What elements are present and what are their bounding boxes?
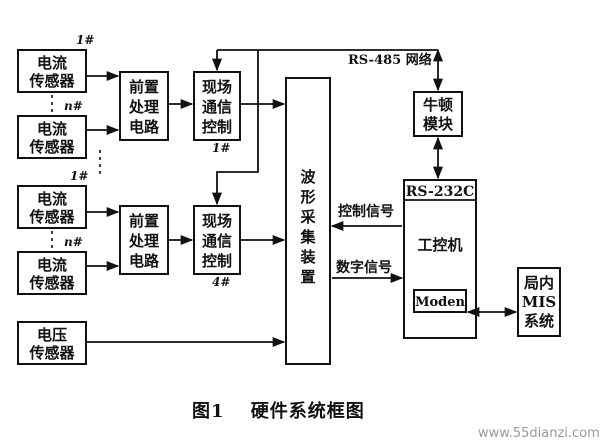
modem-label: Moden [415,295,465,310]
current-sensor-1-line2: 传感器 [28,72,75,90]
sensor-index-1a: 1# [76,33,94,47]
voltage-sensor-line1: 电压 [37,326,67,344]
fieldbus-index-4: 4# [212,275,230,289]
fieldbus-1-line3: 控制 [202,118,232,136]
preprocess-b-line3: 电路 [129,252,160,270]
voltage-sensor: 电压 传感器 [17,321,87,365]
newton-line2: 模块 [423,115,454,133]
fieldbus-4-line1: 现场 [202,212,232,230]
rs485-network-label: RS-485 网络 [348,52,432,68]
fieldbus-4-line3: 控制 [202,252,232,270]
current-sensor-1b-line2: 传感器 [28,208,75,226]
fieldbus-index-1: 1# [212,141,230,155]
digital-signal-label: 数字信号 [336,259,392,276]
current-sensor-nb-line1: 电流 [37,256,67,274]
newton-module: 牛顿 模块 [413,91,463,137]
voltage-sensor-line2: 传感器 [28,344,75,362]
fieldbus-controller-1: 现场 通信 控制 [193,71,241,141]
current-sensor-nb-line2: 传感器 [28,274,75,292]
preprocess-b-line2: 处理 [128,232,159,250]
waveform-char-4: 集 [299,228,316,246]
current-sensor-n: 电流 传感器 [17,115,87,159]
fieldbus-1-line2: 通信 [202,98,232,116]
connectors [86,48,518,348]
sensor-index-nb: n# [64,235,83,249]
current-sensor-n-line2: 传感器 [28,138,75,156]
sensor-index-na: n# [64,99,83,113]
industrial-pc: RS-232C 工控机 Moden [403,179,477,339]
current-sensor-1: 电流 传感器 [17,49,87,93]
current-sensor-n-line1: 电流 [37,120,67,138]
current-sensor-1-line1: 电流 [37,54,67,72]
mis-system: 局内 MIS 系统 [517,267,561,337]
waveform-char-6: 置 [300,268,315,286]
preprocess-a-line1: 前置 [129,78,159,96]
mis-line1: 局内 [523,274,554,292]
preprocess-b-line1: 前置 [129,212,159,230]
fieldbus-1-line1: 现场 [202,78,232,96]
fieldbus-controller-4: 现场 通信 控制 [193,205,241,275]
mis-line2: MIS [522,293,556,311]
fieldbus-4-line2: 通信 [202,232,232,250]
current-sensor-1b: 电流 传感器 [17,185,87,229]
preprocess-circuit-a: 前置 处理 电路 [119,71,169,141]
sensor-index-1b: 1# [70,169,88,183]
waveform-acquisition-device: 波 形 采 集 装 置 [285,77,331,365]
waveform-char-3: 采 [299,208,316,226]
preprocess-circuit-b: 前置 处理 电路 [119,205,169,275]
control-signal-label: 控制信号 [338,203,394,220]
current-sensor-nb: 电流 传感器 [17,251,87,295]
mis-line3: 系统 [524,312,554,330]
rs232c-label: RS-232C [406,184,474,200]
preprocess-a-line2: 处理 [128,98,159,116]
ipc-label: 工控机 [417,236,462,254]
watermark: www.55dianzi.com [478,426,600,441]
waveform-char-2: 形 [300,188,315,206]
current-sensor-1b-line1: 电流 [37,190,67,208]
preprocess-a-line3: 电路 [129,118,160,136]
figure-caption: 图1 硬件系统框图 [192,400,365,422]
waveform-char-5: 装 [299,248,316,266]
newton-line1: 牛顿 [423,96,453,114]
waveform-char-1: 波 [300,168,316,186]
